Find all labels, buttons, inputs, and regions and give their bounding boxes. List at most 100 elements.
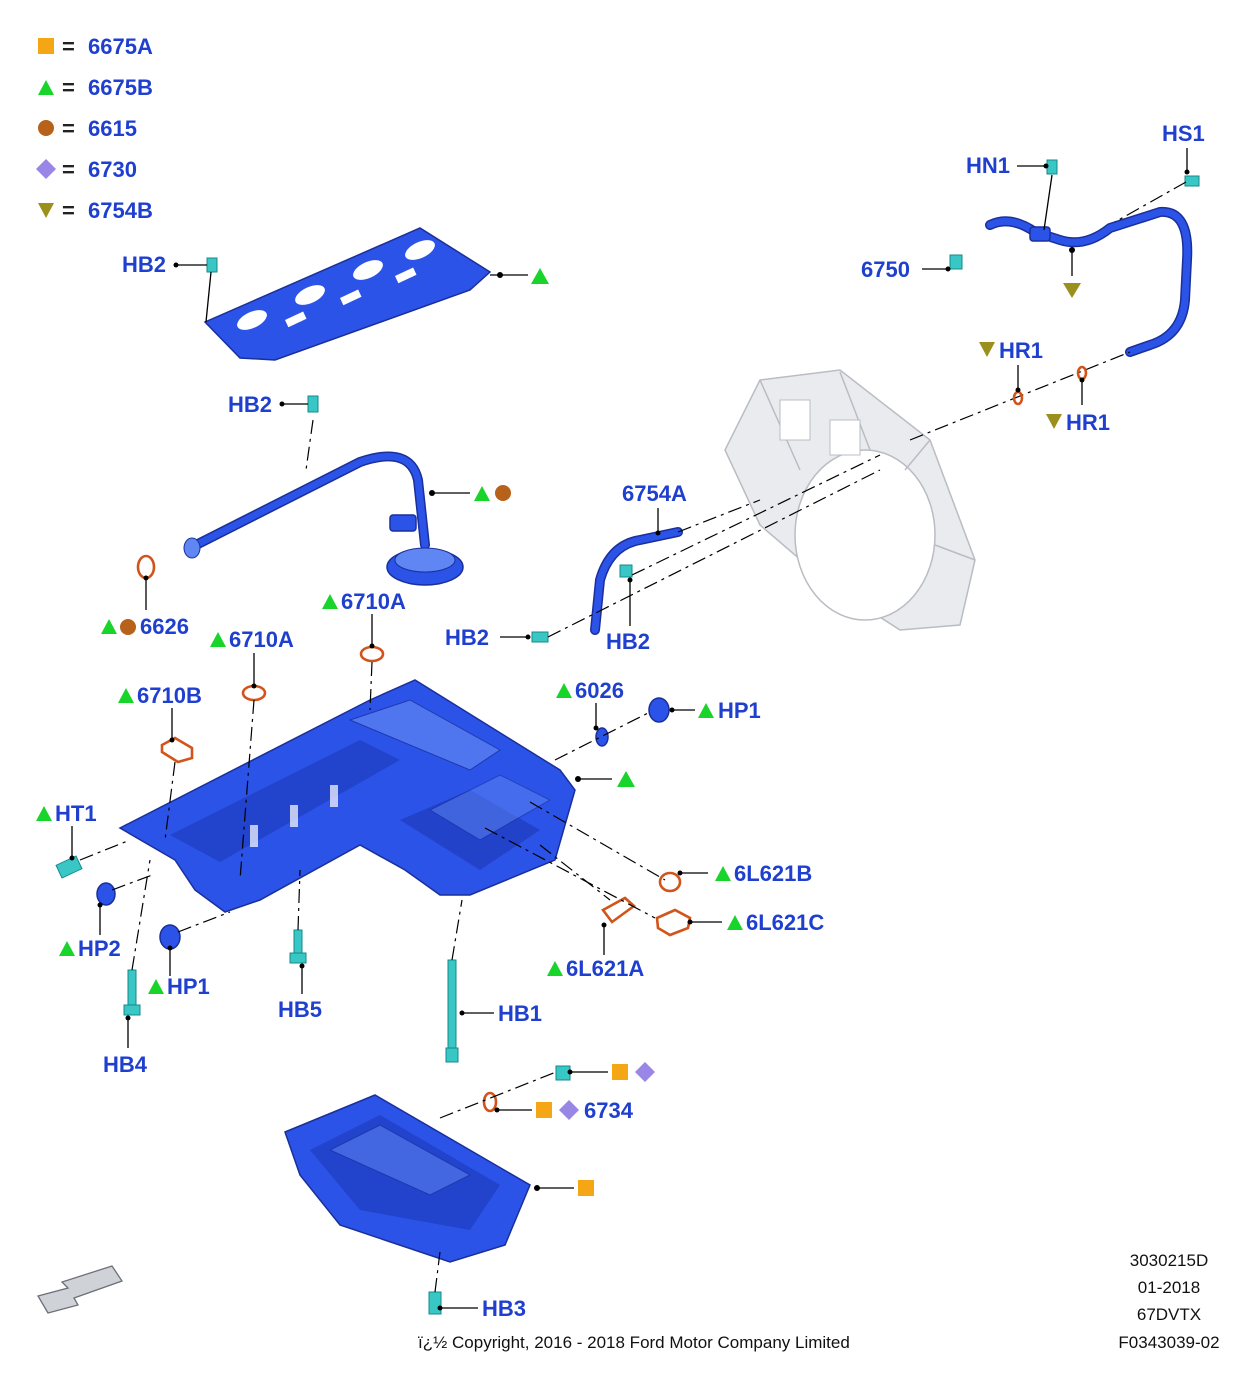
triangle-symbol-icon <box>118 688 134 703</box>
svg-text:HB5: HB5 <box>278 997 322 1022</box>
callout-hr1-top: HR1 <box>979 338 1043 393</box>
callout-hp2: HP2 <box>59 902 121 961</box>
o-ring-hr1-top <box>1012 390 1024 406</box>
svg-text:6710B: 6710B <box>137 683 202 708</box>
hb3-bolt <box>428 1251 442 1315</box>
hn1-bolt <box>1043 159 1058 231</box>
o-ring-6734 <box>482 1091 498 1113</box>
centerline <box>909 351 1131 441</box>
callout-hb2-pickup: HB2 <box>228 392 308 417</box>
oil-level-indicator-tube <box>985 206 1193 357</box>
hb1-bolt <box>445 899 463 1063</box>
svg-text:6L621C: 6L621C <box>746 910 824 935</box>
oil-pickup-tube <box>183 451 464 586</box>
gasket-6710a-1 <box>359 645 385 663</box>
callout-6626: 6626 <box>101 575 189 639</box>
centerline <box>677 499 761 533</box>
gasket-6l621a <box>601 896 637 924</box>
svg-text:6710A: 6710A <box>341 589 406 614</box>
callout-pickup-symbols <box>429 485 511 501</box>
callout-6750: 6750 <box>861 257 951 282</box>
triangle-symbol-icon <box>531 268 549 284</box>
legend-item-6675a: = 6675A <box>38 34 153 59</box>
callout-hb2-tube-right: HB2 <box>606 577 650 654</box>
callout-tube-down-triangle <box>1063 247 1081 298</box>
svg-text:HN1: HN1 <box>966 153 1010 178</box>
callout-hs1: HS1 <box>1162 121 1205 175</box>
callout-ht1: HT1 <box>36 801 97 861</box>
callout-hp1-left: HP1 <box>148 945 210 999</box>
callout-lower-pan-square <box>534 1180 594 1196</box>
svg-text:HB2: HB2 <box>228 392 272 417</box>
centerline <box>529 801 666 881</box>
svg-text:HP1: HP1 <box>718 698 761 723</box>
hb2-pickup-bolt <box>305 395 319 471</box>
legend-item-6730: = 6730 <box>36 157 137 182</box>
callout-hb1: HB1 <box>459 1001 542 1026</box>
callout-triangle-baffle <box>490 268 549 284</box>
legend-item-6615: = 6615 <box>38 116 137 141</box>
callout-hb5: HB5 <box>278 963 322 1022</box>
diamond-symbol-icon <box>36 159 56 179</box>
centerline <box>239 699 255 881</box>
square-symbol-icon <box>612 1064 628 1080</box>
ref-code-1: 3030215D <box>1129 1251 1209 1270</box>
callout-hp1-right: HP1 <box>669 698 761 723</box>
svg-text:HP1: HP1 <box>167 974 210 999</box>
centerline <box>631 454 881 576</box>
o-ring-hr1-bottom <box>1076 365 1088 381</box>
legend: = 6675A = 6675B = 6615 = 6730 = 6754B <box>36 34 153 223</box>
svg-text:HB3: HB3 <box>482 1296 526 1321</box>
callout-6710a-1: 6710A <box>322 589 406 649</box>
callout-hn1: HN1 <box>966 153 1049 178</box>
triangle-symbol-icon <box>148 979 164 994</box>
triangle-symbol-icon <box>36 806 52 821</box>
svg-text:HB1: HB1 <box>498 1001 542 1026</box>
svg-text:HB2: HB2 <box>122 252 166 277</box>
callout-6l621b: 6L621B <box>677 861 812 886</box>
oil-level-indicator-6750 <box>949 254 963 270</box>
ref-code-4: F0343039-02 <box>1118 1333 1220 1352</box>
windage-tray <box>203 227 492 361</box>
upper-oil-pan <box>118 679 576 913</box>
callout-hb2-tube-left: HB2 <box>445 625 531 650</box>
plug-6026 <box>595 727 609 747</box>
legend-eq: = <box>62 34 75 59</box>
triangle-symbol-icon <box>698 703 714 718</box>
svg-text:HT1: HT1 <box>55 801 97 826</box>
callout-6l621a: 6L621A <box>547 922 644 981</box>
square-symbol-icon <box>38 38 54 54</box>
rear-engine-cover-ghost <box>724 369 976 631</box>
plug-hp1-right <box>648 697 670 723</box>
callout-hr1-bottom: HR1 <box>1046 377 1110 435</box>
svg-text:HB2: HB2 <box>606 629 650 654</box>
legend-eq: = <box>62 75 75 100</box>
legend-eq: = <box>62 116 75 141</box>
legend-eq: = <box>62 157 75 182</box>
legend-item-6754b: = 6754B <box>38 198 153 223</box>
centerline <box>177 911 231 933</box>
legend-code: 6754B <box>88 198 153 223</box>
legend-eq: = <box>62 198 75 223</box>
dipstick-tube-6754a <box>590 527 683 635</box>
callout-hb3: HB3 <box>437 1296 526 1321</box>
triangle-symbol-icon <box>59 941 75 956</box>
hb5-bolt <box>289 869 307 964</box>
plug-hp2 <box>96 882 116 906</box>
callout-6710a-2: 6710A <box>210 627 294 689</box>
centerline <box>111 873 156 891</box>
ht1-fitting <box>55 839 131 879</box>
triangle-symbol-icon <box>322 594 338 609</box>
legend-code: 6675A <box>88 34 153 59</box>
front-direction-arrow-icon <box>37 1265 124 1314</box>
svg-text:HB2: HB2 <box>445 625 489 650</box>
triangle-symbol-icon <box>556 683 572 698</box>
o-ring-6626 <box>136 554 156 580</box>
svg-text:HR1: HR1 <box>999 338 1043 363</box>
ref-code-2: 01-2018 <box>1137 1278 1201 1297</box>
callout-6710b: 6710B <box>118 683 202 743</box>
triangle-symbol-icon <box>474 486 490 501</box>
legend-item-6675b: = 6675B <box>38 75 153 100</box>
svg-text:6L621A: 6L621A <box>566 956 644 981</box>
